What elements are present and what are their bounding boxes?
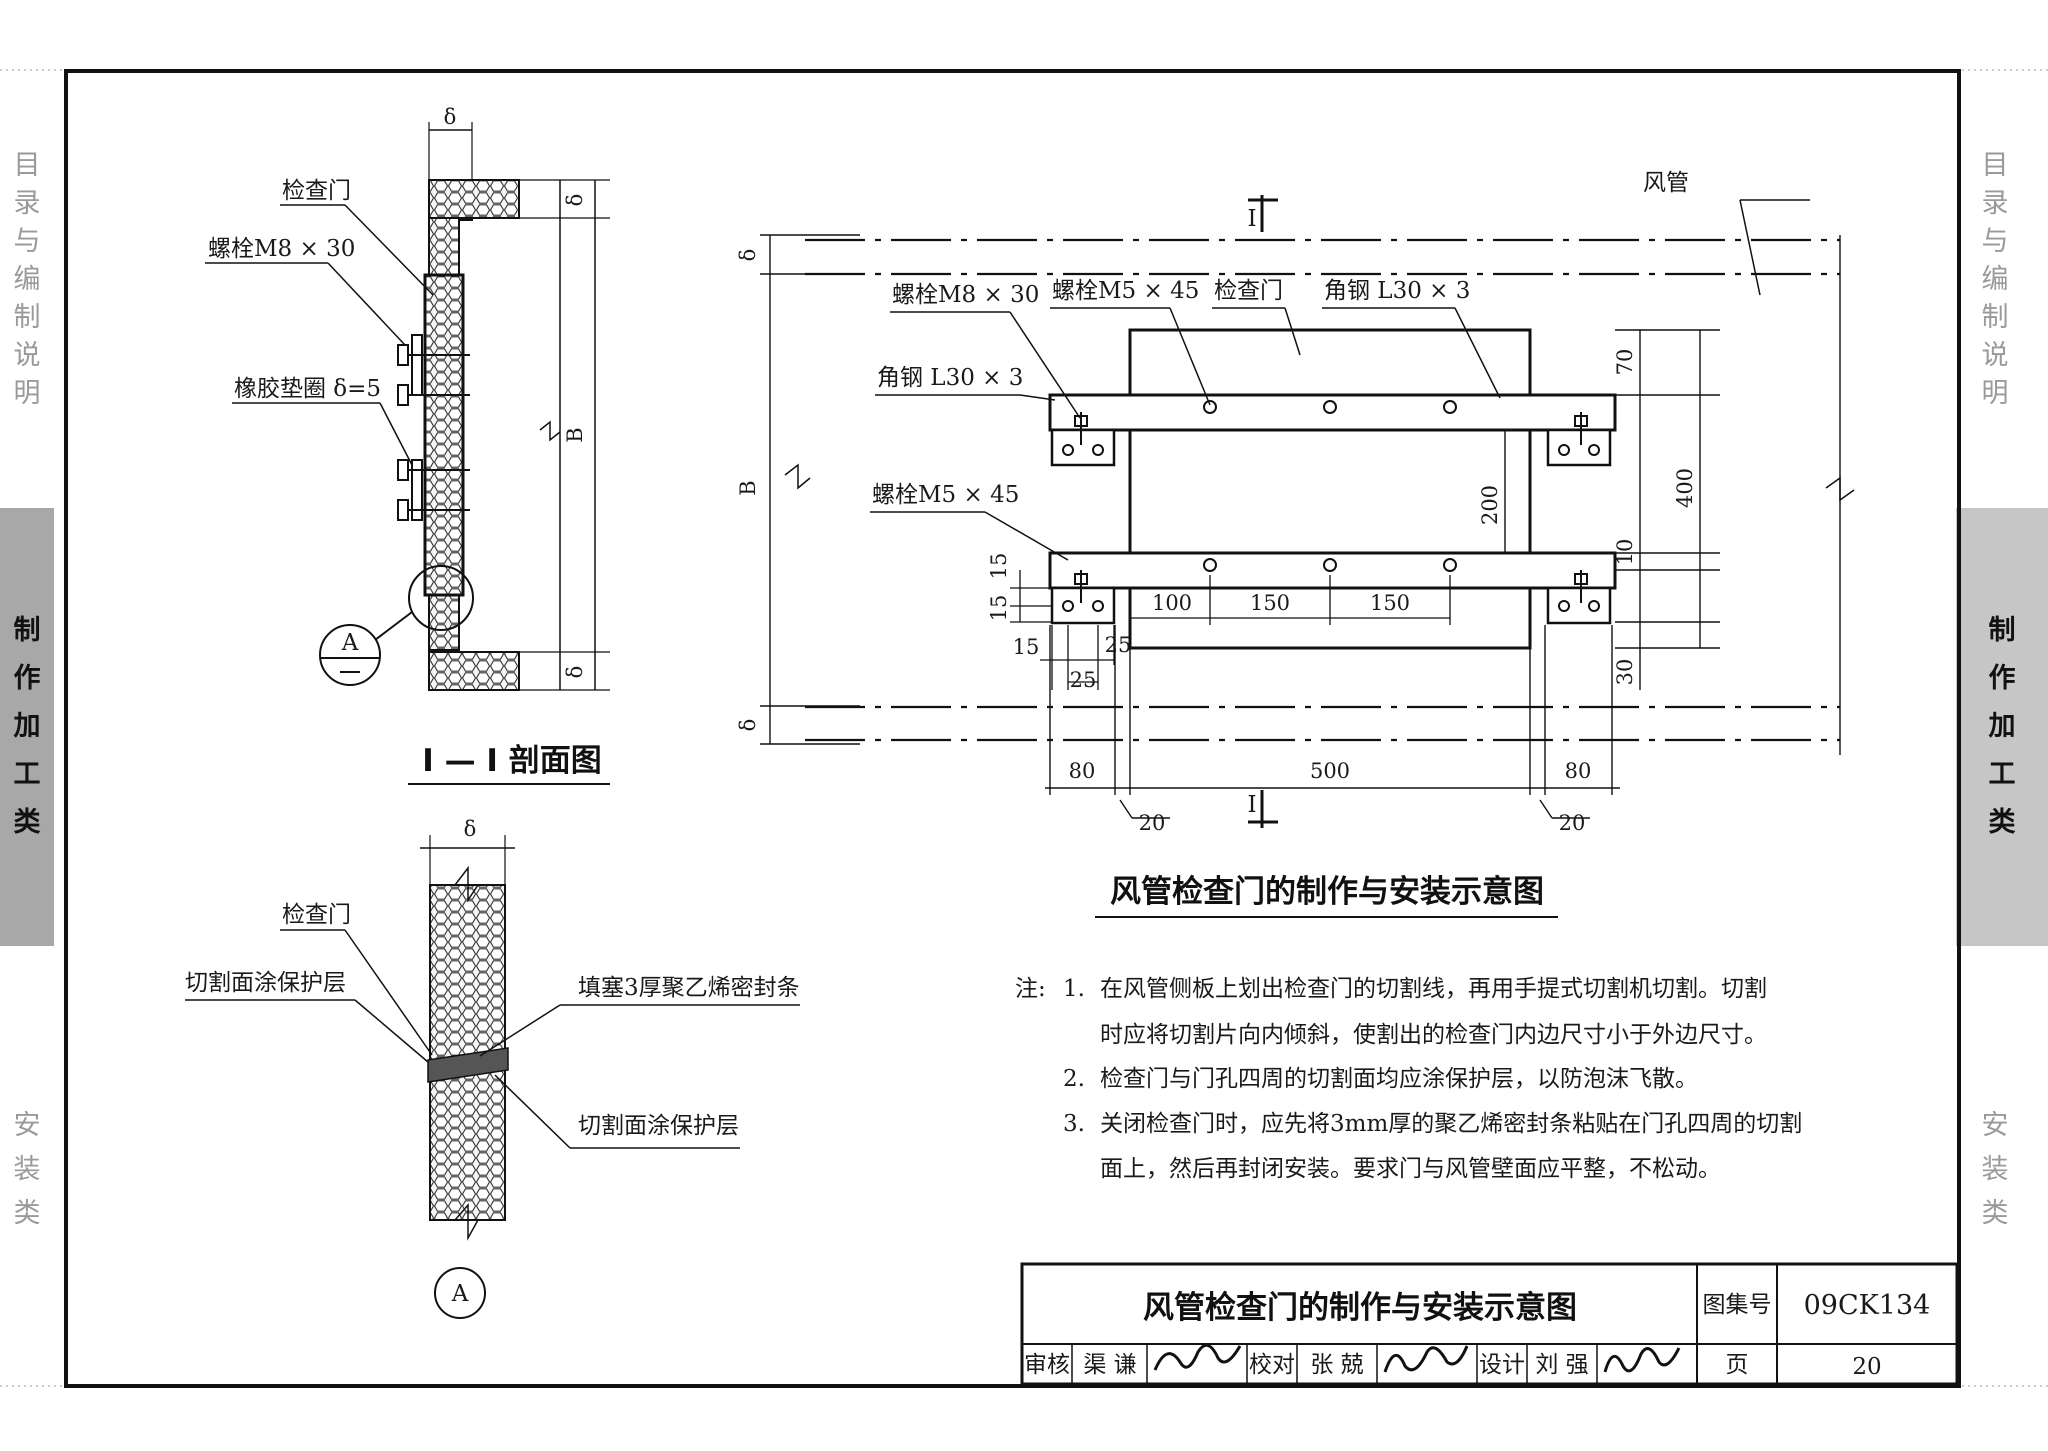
section-title: I — I 剖面图 (422, 743, 601, 779)
dim-15-a: 15 (987, 553, 1011, 580)
design-label: 设计 (1479, 1352, 1525, 1378)
dim-500: 500 (1310, 759, 1350, 783)
clip-right-top (1546, 428, 1612, 467)
clip-right-bottom (1546, 586, 1612, 625)
atlas-no: 09CK134 (1804, 1290, 1931, 1321)
note-2-line1: 检查门与门孔四周的切割面均应涂保护层，以防泡沫飞散。 (1100, 1066, 1698, 1092)
detail-a-marker (434, 1267, 486, 1319)
side-tab-toc-label: 目录与编制说明 (13, 150, 41, 409)
label-angle-top: 角钢 L30 × 3 (1324, 278, 1470, 304)
main-title: 风管检查门的制作与安装示意图 (1110, 874, 1544, 910)
section-delta-top-right: δ (563, 194, 587, 207)
label-angle-left: 角钢 L30 × 3 (877, 365, 1023, 391)
detail-ref-label: A (341, 630, 359, 656)
dim-100: 100 (1152, 591, 1192, 615)
detail-a-seal (427, 1047, 509, 1083)
detail-a: δ 检查门 切割面涂保护层 填塞3厚聚乙烯密封条 切割面涂保护层 A (185, 817, 800, 1319)
note-3-line1: 关闭检查门时，应先将3mm厚的聚乙烯密封条粘贴在门孔四周的切割 (1100, 1111, 1802, 1137)
title-block-title: 风管检查门的制作与安装示意图 (1143, 1290, 1577, 1326)
detail-circle-a (408, 565, 474, 631)
dim-80-b: 80 (1565, 759, 1592, 783)
checker-signature (1383, 1345, 1469, 1373)
dim-15-b: 15 (987, 595, 1011, 622)
checker: 张 兢 (1310, 1352, 1363, 1378)
side-tab-installation[interactable]: 安装类 (0, 1095, 54, 1245)
dim-70: 70 (1613, 349, 1637, 376)
label-bolt-m5-top: 螺栓M5 × 45 (1052, 278, 1199, 304)
side-tab-toc[interactable]: 目录与编制说明 (0, 140, 54, 420)
designer-signature (1603, 1347, 1681, 1373)
dim-25-a: 25 (1105, 633, 1132, 657)
section-delta-top: δ (444, 105, 457, 129)
label-bolt-m5-left: 螺栓M5 × 45 (872, 482, 1019, 508)
note-2-num: 2. (1063, 1066, 1085, 1092)
check-label: 校对 (1249, 1352, 1295, 1378)
note-1-num: 1. (1063, 976, 1085, 1002)
side-tab-installation-label: 安装类 (13, 1110, 41, 1229)
page-label: 页 (1726, 1352, 1749, 1378)
label-door: 检查门 (1214, 278, 1283, 304)
dim-25-b: 25 (1070, 668, 1097, 692)
section-label-gasket: 橡胶垫圈 δ=5 (234, 376, 381, 402)
side-tab-fabrication[interactable]: 制作加工类 (0, 508, 54, 946)
section-mark-top: I (1247, 206, 1256, 232)
main-view: I I 风管 (736, 170, 1855, 918)
dim-15-c: 15 (1013, 635, 1040, 659)
label-bolt-m8: 螺栓M8 × 30 (892, 282, 1039, 308)
inspection-door-section (423, 273, 465, 597)
notes-prefix: 注: (1015, 976, 1046, 1002)
clip-left-bottom (1050, 586, 1116, 625)
clip-left-top (1050, 428, 1116, 467)
dim-20-a: 20 (1139, 811, 1166, 835)
section-label-door: 检查门 (282, 178, 351, 204)
side-tab-installation-right-label: 安装类 (1981, 1110, 2009, 1229)
dim-30: 30 (1613, 659, 1637, 686)
dim-80-a: 80 (1069, 759, 1096, 783)
dim-150-a: 150 (1250, 591, 1290, 615)
dim-20-b: 20 (1559, 811, 1586, 835)
atlas-label: 图集号 (1703, 1292, 1772, 1318)
reviewer-signature (1153, 1343, 1242, 1371)
side-tab-fabrication-right-label: 制作加工类 (1988, 615, 2016, 838)
section-view: A δ B δ δ 检查门 螺栓M8 × 30 橡胶垫圈 δ=5 I — I 剖… (205, 105, 610, 785)
page-no: 20 (1852, 1354, 1881, 1380)
note-1-line1: 在风管侧板上划出检查门的切割线，再用手提式切割机切割。切割 (1100, 976, 1767, 1002)
side-tab-fabrication-right[interactable]: 制作加工类 (1956, 508, 2048, 946)
note-3-line2: 面上，然后再封闭安装。要求门与风管壁面应平整，不松动。 (1100, 1156, 1721, 1182)
section-dim-b: B (563, 427, 587, 442)
dim-200: 200 (1478, 485, 1502, 525)
detail-a-label-cut-coat: 切割面涂保护层 (185, 970, 346, 996)
review-label: 审核 (1024, 1352, 1070, 1378)
section-label-bolt: 螺栓M8 × 30 (208, 236, 355, 262)
detail-ref-bubble (319, 624, 381, 686)
side-tab-fabrication-label: 制作加工类 (13, 615, 41, 838)
detail-a-marker-label: A (451, 1281, 469, 1307)
dim-b: B (736, 480, 760, 495)
label-duct: 风管 (1643, 170, 1689, 196)
designer: 刘 强 (1535, 1352, 1588, 1378)
side-tab-toc-right[interactable]: 目录与编制说明 (1968, 140, 2022, 420)
section-mark-bottom: I (1247, 792, 1256, 818)
dim-delta-bottom: δ (736, 719, 760, 732)
section-delta-bottom-right: δ (563, 666, 587, 679)
dim-400: 400 (1673, 468, 1697, 508)
title-block: 风管检查门的制作与安装示意图 图集号 09CK134 审核 渠 谦 校对 张 兢… (1020, 1262, 1959, 1386)
notes: 注: 1. 在风管侧板上划出检查门的切割线，再用手提式切割机切割。切割 时应将切… (1015, 976, 1802, 1182)
side-tab-installation-right[interactable]: 安装类 (1968, 1095, 2022, 1245)
detail-a-label-door: 检查门 (282, 902, 351, 928)
note-3-num: 3. (1063, 1111, 1085, 1137)
duct-wall-bottom-return (428, 651, 520, 691)
detail-a-label-cut-coat-2: 切割面涂保护层 (578, 1113, 739, 1139)
detail-a-label-seal: 填塞3厚聚乙烯密封条 (578, 975, 800, 1001)
detail-a-delta: δ (464, 817, 477, 841)
dim-delta-top: δ (736, 249, 760, 262)
sheet-border (64, 69, 1961, 1388)
dim-150-b: 150 (1370, 591, 1410, 615)
reviewer: 渠 谦 (1083, 1352, 1136, 1378)
side-tab-toc-right-label: 目录与编制说明 (1981, 150, 2009, 409)
dim-10: 10 (1613, 539, 1637, 566)
note-1-line2: 时应将切割片向内倾斜，使割出的检查门内边尺寸小于外边尺寸。 (1100, 1022, 1767, 1048)
